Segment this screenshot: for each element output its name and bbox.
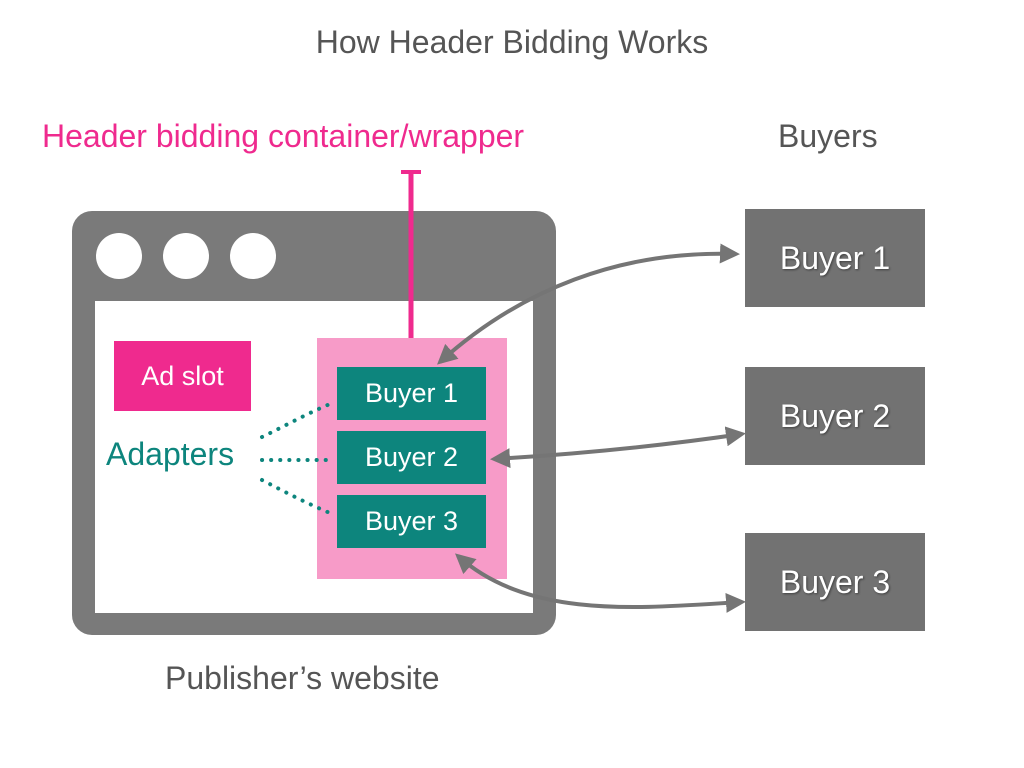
window-dot-icon [96, 233, 142, 279]
wrapper-pointer [401, 170, 421, 338]
window-dot-icon [230, 233, 276, 279]
bid-arrows [437, 243, 746, 613]
container-buyer-2: Buyer 2 [337, 431, 486, 484]
external-buyer-3: Buyer 3 [745, 533, 925, 631]
wrapper-label: Header bidding container/wrapper [42, 118, 525, 154]
arrow-buyer-3 [455, 553, 746, 613]
publisher-label: Publisher’s website [165, 660, 440, 696]
adapters-label: Adapters [106, 436, 235, 472]
window-dot-icon [163, 233, 209, 279]
container-buyer-1: Buyer 1 [337, 367, 486, 420]
arrow-buyer-2 [490, 426, 746, 469]
arrow-buyer-1 [437, 243, 740, 365]
external-buyer-1: Buyer 1 [745, 209, 925, 307]
container-buyer-3: Buyer 3 [337, 495, 486, 548]
external-buyer-2: Buyer 2 [745, 367, 925, 465]
buyers-heading: Buyers [778, 118, 878, 154]
ad-slot: Ad slot [114, 341, 251, 411]
adapter-connectors [260, 402, 332, 515]
diagram-title: How Header Bidding Works [315, 24, 709, 60]
